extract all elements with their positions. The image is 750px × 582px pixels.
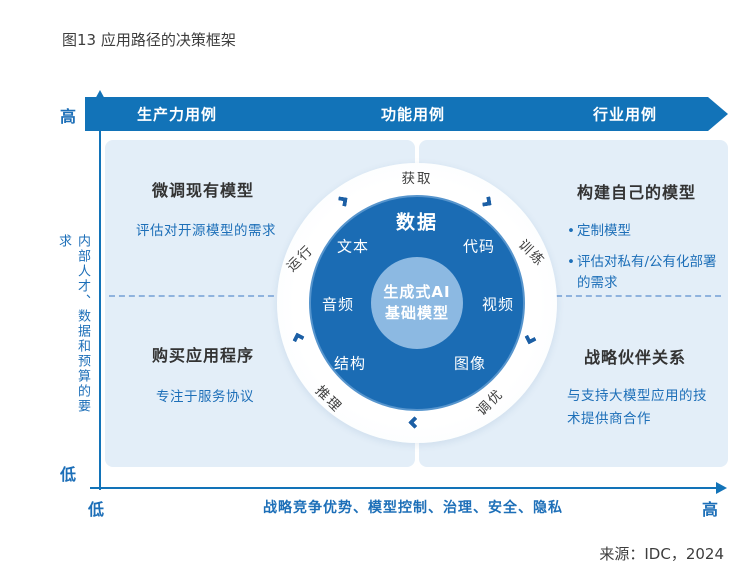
quadrant-bottom-left-heading: 购买应用程序 (152, 346, 255, 365)
banner-label-industry: 行业用例 (592, 105, 658, 124)
bullet-dot: • (567, 223, 575, 239)
quadrant-top-right-bullet-list: • 定制模型 • 评估对私有/公有化部署的需求 (567, 221, 725, 304)
quadrant-top-left-note: 评估对开源模型的需求 (136, 223, 276, 239)
bullet-item: • 定制模型 (567, 221, 725, 242)
figure-title: 图13 应用路径的决策框架 (62, 31, 236, 49)
x-axis-high-label: 高 (702, 500, 719, 519)
data-type-code: 代码 (462, 237, 496, 256)
x-axis-low-label: 低 (88, 500, 105, 519)
data-type-image: 图像 (453, 354, 487, 373)
x-axis-line (90, 487, 718, 489)
clockwise-chevron-icon (481, 196, 492, 207)
x-axis-arrowhead-icon (716, 482, 727, 494)
data-ring-title: 数据 (395, 211, 439, 234)
data-type-audio: 音频 (321, 295, 355, 314)
source-attribution: 来源：IDC，2024 (599, 545, 724, 563)
data-type-video: 视频 (481, 295, 515, 314)
y-axis-line (99, 100, 101, 490)
quadrant-top-left-heading: 微调现有模型 (152, 181, 255, 200)
use-case-banner-arrow: 生产力用例 功能用例 行业用例 (85, 97, 728, 131)
core-foundation-model-circle: 生成式AI 基础模型 (371, 257, 463, 349)
stage-label-acquire: 获取 (401, 171, 433, 187)
x-axis-title: 战略竞争优势、模型控制、治理、安全、隐私 (263, 500, 563, 516)
quadrant-bottom-left-note: 专注于服务协议 (156, 389, 254, 405)
y-axis-low-label: 低 (60, 465, 77, 484)
quadrant-bottom-right-heading: 战略伙伴关系 (584, 348, 687, 367)
core-label-line2: 基础模型 (384, 304, 449, 322)
y-axis-title: 内部人才、数据和预算的要求 (56, 234, 90, 414)
bullet-item: • 评估对私有/公有化部署的需求 (567, 252, 725, 294)
core-label-line1: 生成式AI (383, 283, 451, 301)
y-axis-high-label: 高 (60, 107, 77, 126)
clockwise-chevron-icon (337, 196, 348, 207)
quadrant-top-right-heading: 构建自己的模型 (577, 183, 697, 202)
bullet-dot: • (567, 254, 575, 270)
banner-label-functional: 功能用例 (380, 105, 446, 124)
y-axis-arrowhead-icon (94, 90, 106, 101)
data-type-structured: 结构 (333, 354, 367, 373)
banner-label-productivity: 生产力用例 (137, 105, 218, 124)
data-type-text: 文本 (336, 237, 370, 256)
quadrant-bottom-right-note: 与支持大模型应用的技术提供商合作 (567, 388, 707, 427)
